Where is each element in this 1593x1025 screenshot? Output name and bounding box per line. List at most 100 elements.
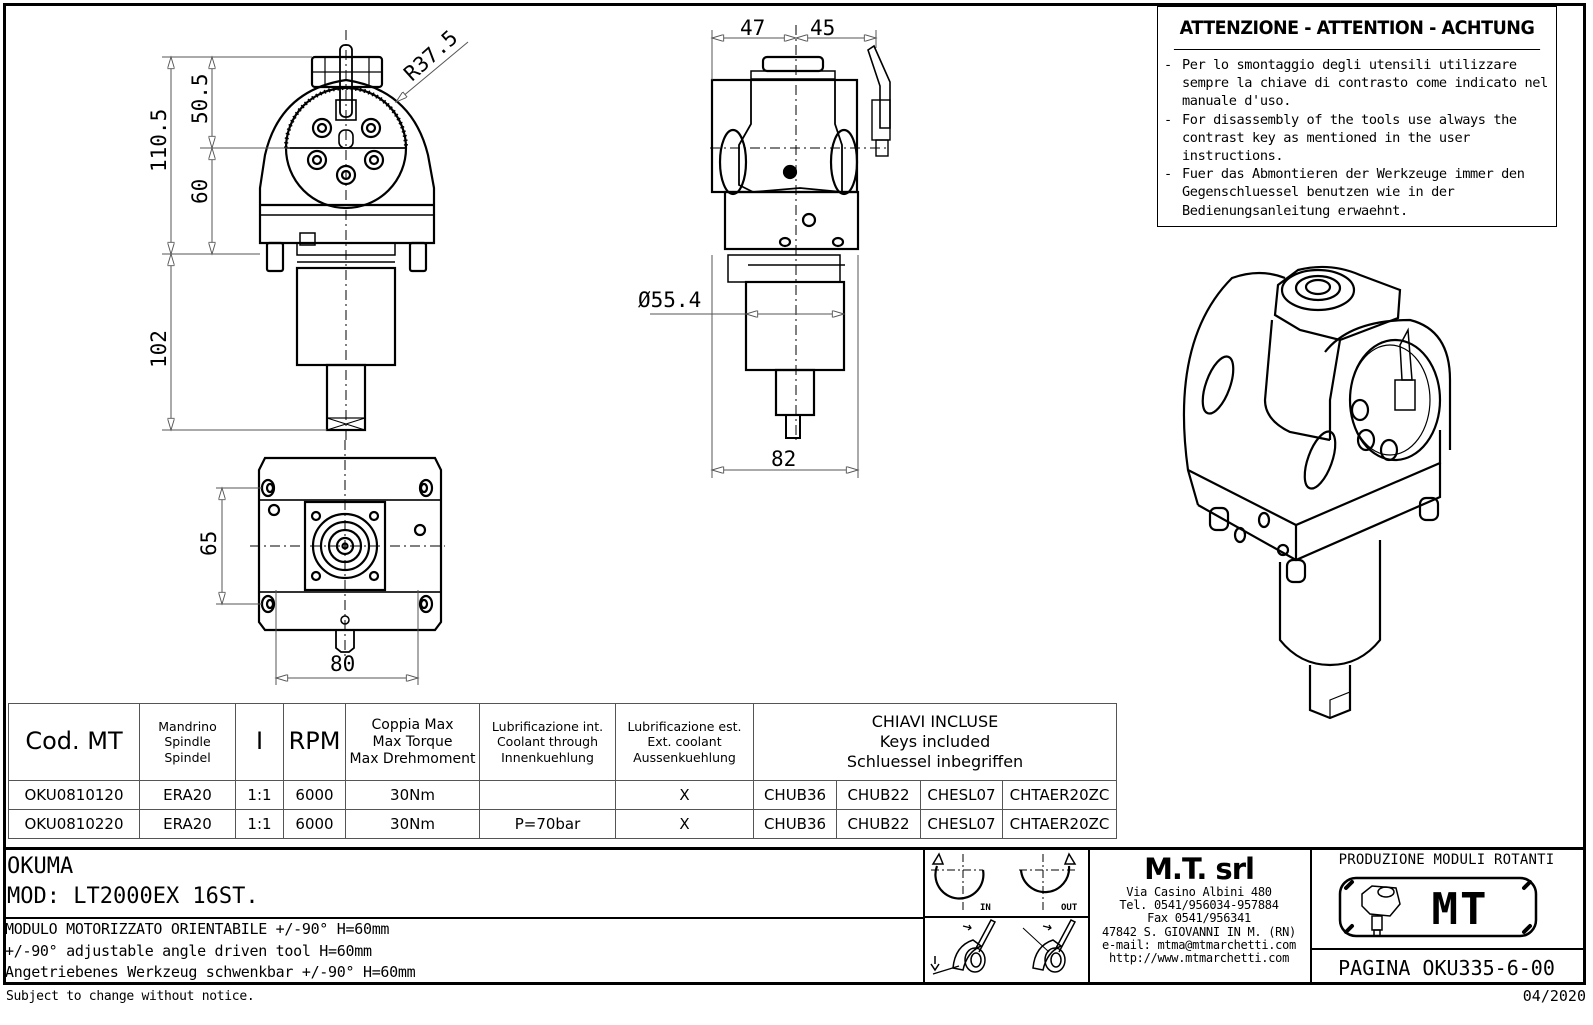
front-view bbox=[162, 30, 469, 440]
header-line: Coppia Max bbox=[371, 716, 454, 733]
dim-top-width: 80 bbox=[330, 652, 355, 676]
company-phone: Tel. 0541/956034-957884 bbox=[1119, 898, 1279, 913]
product-description: MODULO MOTORIZZATO ORIENTABILE +/-90° H=… bbox=[3, 917, 923, 987]
header-line: Aussenkuehlung bbox=[633, 749, 736, 765]
table-row: OKU0810120 ERA20 1:1 6000 30Nm X CHUB36 … bbox=[8, 780, 1117, 810]
attention-notice: ATTENZIONE - ATTENTION - ACHTUNG - Per l… bbox=[1157, 6, 1557, 227]
cell-key: CHESL07 bbox=[920, 809, 1003, 839]
cell-ratio: 1:1 bbox=[235, 809, 284, 839]
cell-torque: 30Nm bbox=[345, 809, 480, 839]
cell-code: OKU0810220 bbox=[8, 809, 140, 839]
bullet-dash: - bbox=[1164, 166, 1172, 183]
description-line: Angetriebenes Werkzeug schwenkbar +/-90°… bbox=[5, 963, 416, 981]
rotation-out-label: OUT bbox=[1061, 903, 1078, 913]
attention-item: - Per lo smontaggio degli utensili utili… bbox=[1164, 56, 1556, 111]
cell-torque: 30Nm bbox=[345, 780, 480, 810]
page-number: PAGINA OKU335-6-00 bbox=[1310, 948, 1583, 987]
attention-item-text: For disassembly of the tools use always … bbox=[1182, 111, 1517, 165]
header-code: Cod. MT bbox=[8, 703, 140, 781]
dim-front-lower-height: 60 bbox=[188, 179, 212, 204]
cell-coolant-ext: X bbox=[615, 809, 754, 839]
cell-coolant-int: P=70bar bbox=[479, 809, 616, 839]
side-view bbox=[650, 25, 891, 478]
title-block-info: OKUMA MOD: LT2000EX 16ST. MODULO MOTORIZ… bbox=[3, 850, 925, 985]
header-line: Keys included bbox=[879, 732, 991, 751]
rotation-out-icon bbox=[1019, 852, 1078, 912]
description-line: +/-90° adjustable angle driven tool H=60… bbox=[5, 941, 372, 960]
header-line: Schluessel inbegriffen bbox=[846, 752, 1024, 771]
header-line: Max Torque bbox=[372, 733, 453, 750]
technical-drawings: 110.5 50.5 60 102 R37.5 bbox=[147, 16, 1452, 720]
title-block: OKUMA MOD: LT2000EX 16ST. MODULO MOTORIZ… bbox=[3, 847, 1586, 985]
company-info: M.T. srl Via Casino Albini 480 Tel. 0541… bbox=[1088, 850, 1312, 985]
isometric-view bbox=[1182, 265, 1452, 720]
company-city: 47842 S. GIOVANNI IN M. (RN) bbox=[1102, 924, 1296, 939]
cell-code: OKU0810120 bbox=[8, 780, 140, 810]
rotation-direction-panel: IN OUT bbox=[923, 850, 1090, 985]
header-line: Coolant through bbox=[496, 734, 599, 750]
company-website: http://www.mtmarchetti.com bbox=[1108, 951, 1290, 966]
cell-key: CHUB22 bbox=[836, 780, 921, 810]
cell-rpm: 6000 bbox=[283, 809, 346, 839]
drawing-sheet bbox=[3, 3, 1586, 985]
header-ratio: I bbox=[235, 703, 284, 781]
rotation-symbols: IN OUT bbox=[923, 850, 1088, 918]
header-line: Innenkuehlung bbox=[501, 749, 594, 765]
dim-front-radius: R37.5 bbox=[399, 26, 462, 86]
cell-key: CHUB36 bbox=[753, 780, 837, 810]
cell-key: CHTAER20ZC bbox=[1002, 809, 1117, 839]
header-line: Mandrino bbox=[158, 718, 217, 734]
dim-side-shank-diameter: Ø55.4 bbox=[638, 288, 701, 312]
company-email: e-mail: mtma@mtmarchetti.com bbox=[1102, 937, 1296, 952]
dim-top-height: 65 bbox=[197, 531, 221, 556]
key-usage-icon bbox=[930, 919, 997, 975]
logo-panel: PRODUZIONE MODULI ROTANTI MT PAGINA OKU3… bbox=[1310, 850, 1583, 985]
attention-item-text: Per lo smontaggio degli utensili utilizz… bbox=[1182, 57, 1548, 110]
company-name: M.T. srl bbox=[1144, 852, 1255, 886]
cell-key: CHUB36 bbox=[753, 809, 837, 839]
mt-logo-icon: MT bbox=[1338, 876, 1538, 938]
dim-front-total-height: 110.5 bbox=[147, 109, 171, 172]
header-line: CHIAVI INCLUSE bbox=[871, 712, 999, 731]
logo-mark: MT bbox=[1432, 884, 1489, 935]
key-usage-crossed-icon bbox=[1022, 919, 1077, 973]
cell-key: CHTAER20ZC bbox=[1002, 780, 1117, 810]
header-line: Max Drehmoment bbox=[349, 750, 476, 767]
cell-spindle: ERA20 bbox=[139, 809, 236, 839]
top-view bbox=[216, 440, 445, 685]
header-line: Lubrificazione int. bbox=[491, 718, 604, 734]
client-name: OKUMA bbox=[7, 854, 74, 879]
description-line: MODULO MOTORIZZATO ORIENTABILE +/-90° H=… bbox=[5, 920, 390, 938]
header-line: Spindle bbox=[164, 734, 211, 750]
attention-body: - Per lo smontaggio degli utensili utili… bbox=[1158, 50, 1556, 220]
machine-model: MOD: LT2000EX 16ST. bbox=[7, 884, 259, 909]
attention-item: - For disassembly of the tools use alway… bbox=[1164, 111, 1556, 166]
cell-key: CHESL07 bbox=[920, 780, 1003, 810]
header-line: Ext. coolant bbox=[647, 734, 722, 750]
change-notice: Subject to change without notice. bbox=[6, 989, 255, 1004]
logo-tagline: PRODUZIONE MODULI ROTANTI bbox=[1338, 852, 1555, 868]
cell-coolant-int bbox=[479, 780, 616, 810]
rotation-in-label: IN bbox=[980, 903, 991, 913]
bullet-dash: - bbox=[1164, 57, 1172, 73]
attention-title: ATTENZIONE - ATTENTION - ACHTUNG bbox=[1173, 7, 1541, 50]
header-rpm: RPM bbox=[283, 703, 346, 781]
rotation-in-icon bbox=[931, 852, 985, 912]
revision-date: 04/2020 bbox=[1522, 987, 1586, 1005]
header-line: Spindel bbox=[164, 749, 211, 765]
dim-front-upper-height: 50.5 bbox=[188, 73, 212, 124]
attention-item: - Fuer das Abmontieren der Werkzeuge imm… bbox=[1164, 165, 1556, 220]
company-fax: Fax 0541/956341 bbox=[1147, 911, 1251, 926]
dim-front-shank-length: 102 bbox=[147, 330, 171, 368]
cell-key: CHUB22 bbox=[836, 809, 921, 839]
cell-coolant-ext: X bbox=[615, 780, 754, 810]
dim-side-left-width: 47 bbox=[740, 16, 765, 40]
cell-spindle: ERA20 bbox=[139, 780, 236, 810]
